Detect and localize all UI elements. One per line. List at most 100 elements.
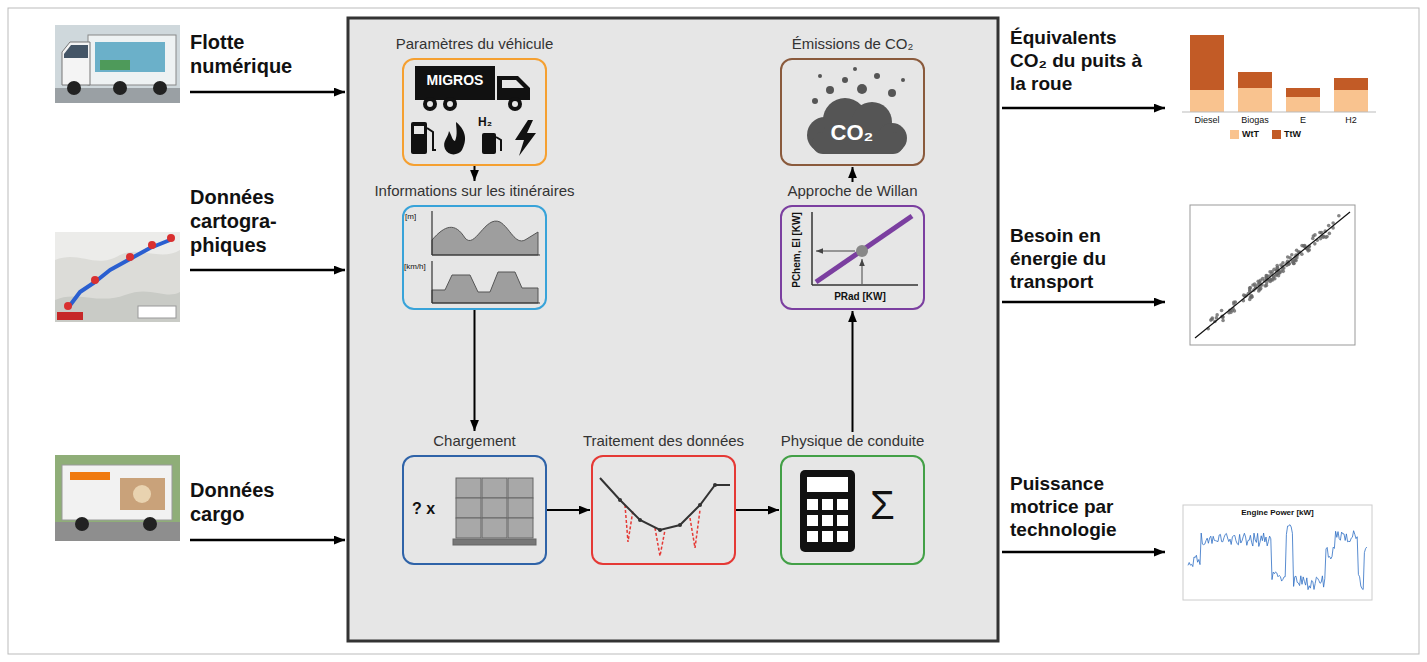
calculator-icon bbox=[807, 477, 848, 492]
fuel-icon bbox=[411, 122, 427, 154]
map-photo bbox=[55, 232, 180, 322]
truck-photo bbox=[88, 35, 176, 85]
bar-chart bbox=[1190, 35, 1224, 90]
truck-photo bbox=[55, 25, 180, 103]
process-box: Informations sur les itinéraires[m][km/h… bbox=[371, 182, 578, 310]
willans-plot bbox=[862, 259, 863, 284]
legend-text: TtW bbox=[1284, 128, 1301, 140]
cargo-boxes bbox=[508, 478, 533, 498]
calculator-icon bbox=[807, 531, 818, 542]
cargo-boxes bbox=[508, 498, 533, 518]
truck-photo bbox=[113, 81, 127, 95]
box-text: PRad [KW] bbox=[834, 291, 886, 303]
calculator-icon bbox=[837, 531, 848, 542]
truck-icon bbox=[423, 97, 437, 111]
willans-plot bbox=[816, 251, 855, 252]
process-box: Émissions de CO₂ CO₂ bbox=[780, 35, 925, 166]
scatter-plot bbox=[1311, 237, 1315, 241]
scatter-plot bbox=[1318, 231, 1322, 235]
route-profile bbox=[432, 221, 538, 255]
output-label: Puissance motrice par technologie bbox=[1010, 472, 1145, 541]
box-heading: Émissions de CO₂ bbox=[790, 35, 916, 53]
process-box: Approche de WillanPChem, El [KW]PRad [KW… bbox=[780, 182, 925, 310]
cargo-truck-photo bbox=[120, 478, 165, 510]
input-arrow bbox=[190, 539, 345, 542]
truck-icon bbox=[497, 76, 530, 100]
co2-cloud bbox=[857, 84, 867, 94]
co2-cloud bbox=[818, 74, 822, 78]
scatter-plot bbox=[1327, 224, 1331, 228]
data-cleaning-plot bbox=[618, 498, 622, 502]
box-frame: CO₂ bbox=[780, 58, 925, 166]
model-panel bbox=[348, 18, 998, 641]
cargo-boxes bbox=[456, 498, 481, 518]
bar-chart bbox=[1334, 90, 1368, 112]
scatter-plot bbox=[1281, 261, 1285, 265]
co2-cloud bbox=[901, 78, 905, 82]
box-heading: Approche de Willan bbox=[785, 182, 919, 200]
power-trace bbox=[1188, 525, 1367, 590]
calculator-icon bbox=[800, 470, 855, 552]
scatter-plot bbox=[1337, 214, 1341, 218]
cargo-boxes bbox=[456, 478, 481, 498]
output-arrow bbox=[1002, 107, 1165, 110]
truck-icon bbox=[427, 101, 433, 107]
cargo-boxes bbox=[482, 498, 507, 518]
box-frame bbox=[591, 455, 736, 565]
cargo-boxes bbox=[508, 518, 533, 538]
cargo-truck-photo bbox=[55, 455, 180, 541]
outer-frame bbox=[8, 8, 1419, 654]
truck-photo bbox=[55, 25, 180, 103]
scatter-plot bbox=[1248, 298, 1252, 302]
truck-icon bbox=[508, 97, 522, 111]
cargo-truck-photo bbox=[75, 517, 89, 531]
map-photo bbox=[64, 302, 72, 310]
box-frame: ? x bbox=[402, 455, 547, 565]
calculator-icon bbox=[837, 499, 848, 510]
co2-cloud bbox=[812, 98, 818, 104]
map-photo bbox=[55, 232, 180, 322]
scatter-plot bbox=[1250, 295, 1254, 299]
legend-swatch bbox=[1272, 130, 1281, 139]
co2-cloud bbox=[842, 77, 848, 83]
data-cleaning-plot bbox=[690, 510, 700, 548]
map-photo bbox=[167, 234, 175, 242]
willans-plot bbox=[811, 212, 813, 285]
fuel-icon bbox=[515, 120, 536, 156]
box-frame: PChem, El [KW]PRad [KW] bbox=[780, 205, 925, 310]
data-cleaning-plot bbox=[658, 528, 662, 532]
map-photo bbox=[55, 232, 180, 261]
box-text: H₂ bbox=[478, 116, 492, 130]
truck-photo bbox=[100, 60, 130, 70]
truck-icon bbox=[502, 80, 524, 88]
cargo-boxes bbox=[456, 518, 481, 538]
box-frame: Σ bbox=[780, 455, 925, 565]
bar-chart bbox=[1238, 72, 1272, 88]
route-profile bbox=[432, 302, 540, 303]
calculator-icon bbox=[807, 499, 848, 542]
data-cleaning-plot bbox=[698, 503, 702, 507]
box-heading: Traitement des données bbox=[581, 432, 746, 450]
cargo-truck-photo bbox=[55, 455, 180, 541]
chart-label: Diesel bbox=[1187, 115, 1227, 126]
data-cleaning-plot bbox=[655, 528, 665, 556]
scatter-plot bbox=[1234, 300, 1238, 304]
scatter-plot bbox=[1303, 244, 1307, 248]
output-arrow bbox=[1002, 551, 1165, 554]
scatter-plot bbox=[1293, 258, 1297, 262]
calculator-icon bbox=[822, 499, 833, 510]
map-photo bbox=[68, 240, 170, 308]
scatter-plot bbox=[1275, 264, 1279, 268]
power-trace bbox=[1183, 505, 1372, 600]
scatter-plot bbox=[1278, 271, 1282, 275]
calculator-icon bbox=[822, 531, 833, 542]
process-box: Traitement des données bbox=[580, 432, 748, 565]
flow-arrow bbox=[474, 310, 476, 431]
box-text: MIGROS bbox=[415, 72, 495, 88]
scatter-plot bbox=[1263, 284, 1267, 288]
calculator-icon bbox=[800, 470, 855, 552]
box-text: ? x bbox=[412, 500, 435, 518]
input-label: Données cargo bbox=[190, 478, 300, 526]
